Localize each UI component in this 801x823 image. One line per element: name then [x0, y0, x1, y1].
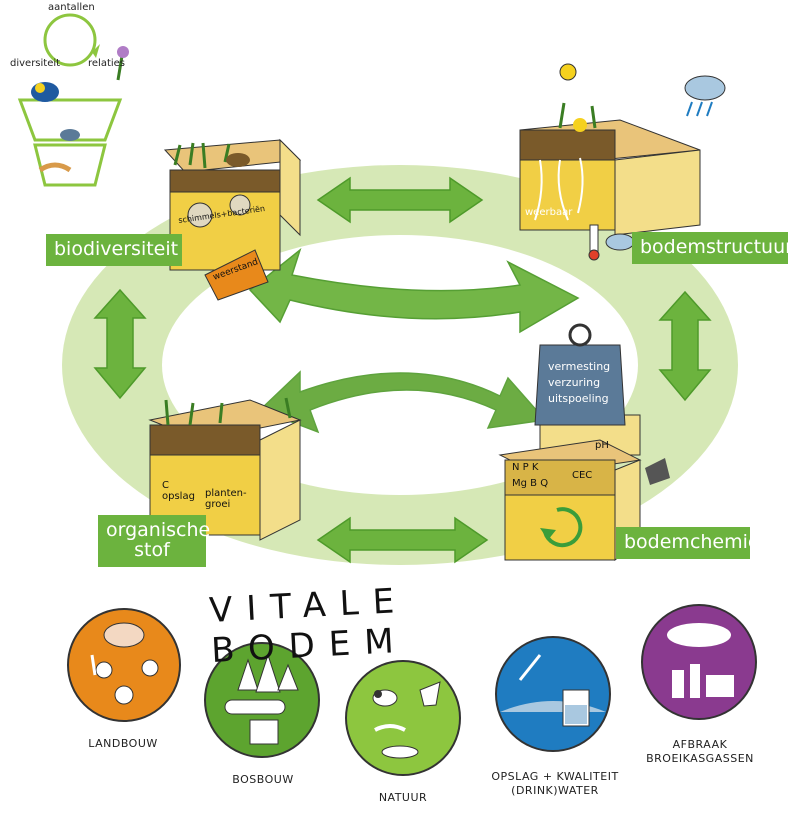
- label-biodiversity: biodiversiteit: [46, 234, 182, 266]
- annotation-weight-2: verzuring: [548, 376, 601, 389]
- arrow-right: [658, 290, 712, 402]
- mini-cycle-right-label: relaties: [88, 58, 126, 69]
- service-circle-forestry: [204, 642, 320, 758]
- annotation-plant-growth: planten-groei: [205, 488, 247, 510]
- soil-block-chemistry: [498, 323, 670, 562]
- annotation-npk: N P K: [512, 462, 539, 473]
- annotation-weight-1: vermesting: [548, 360, 611, 373]
- service-label-nature: NATUUR: [378, 791, 428, 804]
- arrow-left: [93, 288, 147, 400]
- arrow-top: [316, 176, 484, 224]
- service-circle-nature: [345, 660, 461, 776]
- annotation-cec: CEC: [572, 470, 593, 481]
- arrow-diagonal-1: [248, 247, 580, 334]
- annotation-resilient: weerbaar: [525, 207, 573, 218]
- annotation-ph: pH: [595, 440, 609, 451]
- label-soil-chemistry: bodemchemie: [616, 527, 760, 559]
- soil-block-structure: [519, 63, 726, 261]
- service-circle-emissions: [641, 604, 757, 720]
- service-circle-farming: [67, 608, 181, 722]
- annotation-carbon-storage: C opslag: [162, 480, 195, 502]
- service-label-forestry: BOSBOUW: [232, 773, 294, 786]
- label-organic-matter: organische stof: [98, 515, 210, 567]
- annotation-weight-3: uitspoeling: [548, 392, 609, 405]
- soil-block-biodiversity: [163, 138, 302, 301]
- mini-cycle-top-label: aantallen: [48, 2, 95, 13]
- mini-cycle: [43, 13, 100, 67]
- annotation-mg: Mg B Q: [512, 478, 549, 489]
- food-web-pyramid: [17, 46, 129, 187]
- mini-cycle-left-label: diversiteit: [10, 58, 61, 69]
- service-circle-water: [495, 636, 611, 752]
- service-label-water: OPSLAG + KWALITEIT (DRINK)WATER: [491, 770, 619, 798]
- label-soil-structure: bodemstructuur: [632, 232, 793, 264]
- arrow-bottom: [316, 516, 489, 564]
- service-label-emissions: AFBRAAK BROEIKASGASSEN: [646, 738, 754, 766]
- service-label-farming: LANDBOUW: [88, 737, 158, 750]
